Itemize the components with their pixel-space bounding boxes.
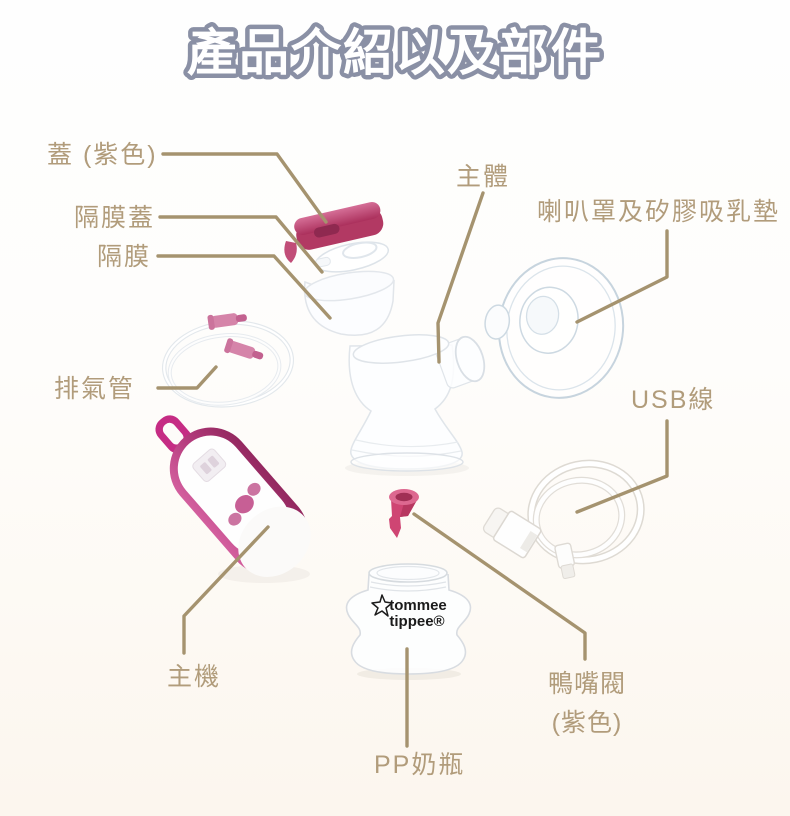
tube-connector-1 [207, 313, 247, 330]
bottle-logo-line2: tippee® [389, 613, 444, 630]
label-main-unit: 主機 [167, 663, 222, 691]
label-diaphragm-cover: 隔膜蓋 [74, 204, 156, 232]
label-breast-shield: 喇叭罩及矽膠吸乳墊 [537, 198, 781, 226]
cap-illustration [284, 201, 384, 263]
main-unit-illustration [155, 415, 311, 577]
breast-shield-illustration [484, 257, 625, 399]
micro-usb-connector [554, 542, 576, 580]
leader-line-breast-shield [575, 229, 669, 324]
bottle-logo: tommee tippee® [371, 594, 447, 630]
pp-bottle-illustration: tommee tippee® [345, 563, 472, 680]
leader-line-diaphragm [156, 254, 332, 320]
page-title-svg: 產品介紹以及部件 [183, 21, 606, 86]
air-tube-illustration [161, 313, 295, 408]
label-diaphragm: 隔膜 [97, 243, 152, 271]
main-unit-buttons [228, 482, 261, 526]
bottle-logo-line1: tommee [389, 597, 447, 614]
label-duckbill-valve-line2: (紫色) [551, 709, 623, 737]
leader-line-main-unit [182, 525, 270, 655]
page-title-text: 產品介紹以及部件 [187, 25, 603, 81]
leader-line-cap [161, 152, 328, 224]
main-body-illustration [345, 334, 486, 476]
label-usb-cable: USB線 [631, 386, 716, 414]
tube-connector-2 [224, 338, 264, 360]
label-duckbill-valve: 鴨嘴閥 (紫色) [538, 665, 636, 743]
leader-line-diaphragm-cover [158, 215, 324, 274]
label-air-tube: 排氣管 [54, 375, 136, 403]
bottle-logo-star [371, 594, 393, 617]
label-cap: 蓋 (紫色) [47, 141, 158, 169]
leader-line-main-body [436, 191, 485, 364]
duckbill-valve-illustration [389, 489, 419, 538]
main-unit-display [192, 448, 227, 482]
usb-a-connector [482, 507, 542, 559]
leader-line-duckbill-valve [412, 512, 587, 661]
label-pp-bottle: PP奶瓶 [374, 751, 466, 779]
usb-cable-illustration [482, 459, 645, 580]
leader-line-air-tube [156, 365, 218, 390]
diaphragm-illustration [303, 270, 395, 336]
label-main-body: 主體 [456, 163, 511, 191]
page-title: 產品介紹以及部件 [160, 10, 630, 94]
leader-line-usb-cable [575, 419, 669, 514]
label-duckbill-valve-line1: 鴨嘴閥 [547, 670, 626, 698]
